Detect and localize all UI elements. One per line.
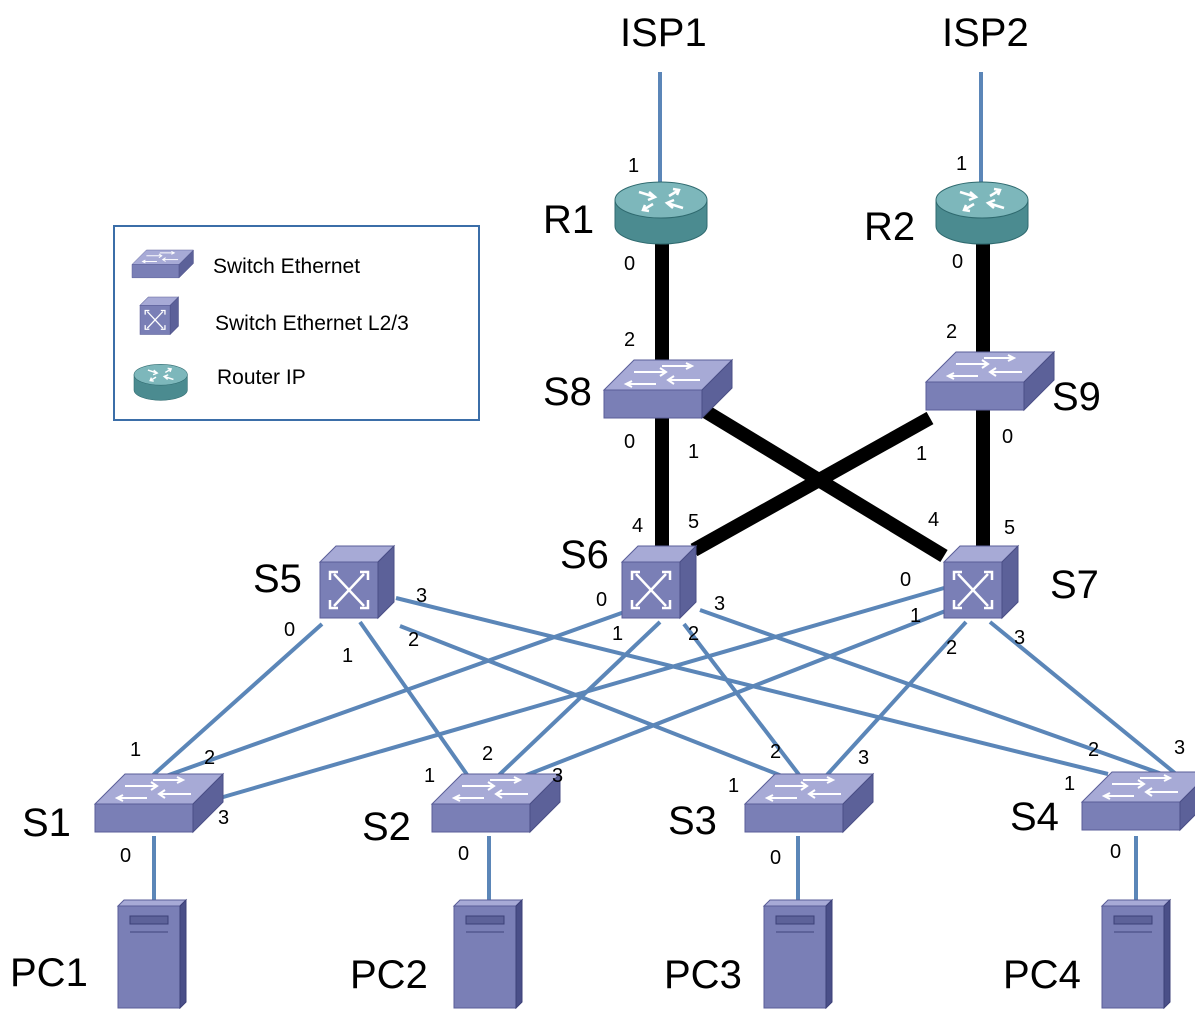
links xyxy=(150,72,1178,902)
port-label: 1 xyxy=(916,443,927,465)
pc-pc1[interactable] xyxy=(117,899,187,1009)
switch-s4[interactable] xyxy=(1081,771,1195,831)
device-labels: ISP1 ISP2 R1 R2 S8 S9 S5 S6 S7 S1 S2 S3 … xyxy=(10,11,1101,997)
link-s5-s2 xyxy=(358,620,470,778)
port-label: 0 xyxy=(900,569,911,591)
s5-label: S5 xyxy=(253,557,302,601)
port-labels: 1 0 1 0 2 0 1 2 1 0 4 5 0 1 2 3 4 5 0 1 … xyxy=(120,153,1185,869)
port-label: 3 xyxy=(1174,737,1185,759)
pc-pc3[interactable] xyxy=(763,899,833,1009)
link-s9-s6 xyxy=(690,411,934,557)
router-icon xyxy=(133,363,189,402)
isp2-label: ISP2 xyxy=(942,11,1029,55)
port-label: 0 xyxy=(1002,426,1013,448)
pc1-label: PC1 xyxy=(10,951,88,995)
legend-label-l3switch: Switch Ethernet L2/3 xyxy=(215,312,409,335)
port-label: 0 xyxy=(624,431,635,453)
link-s7-s2 xyxy=(523,608,949,778)
router-r2[interactable] xyxy=(934,180,1030,246)
switch-s9[interactable] xyxy=(925,351,1055,411)
router-r1[interactable] xyxy=(613,180,709,246)
port-label: 1 xyxy=(688,441,699,463)
link-s5-s3 xyxy=(399,624,783,778)
r1-label: R1 xyxy=(543,198,594,242)
port-label: 3 xyxy=(714,593,725,615)
port-label: 2 xyxy=(1088,739,1099,761)
port-label: 5 xyxy=(688,511,699,533)
pc3-label: PC3 xyxy=(664,953,742,997)
s2-label: S2 xyxy=(362,805,411,849)
port-label: 3 xyxy=(1014,627,1025,649)
legend: Switch Ethernet Switch Ethernet L2/3 Rou… xyxy=(113,225,480,421)
port-label: 1 xyxy=(728,775,739,797)
pc2-label: PC2 xyxy=(350,953,428,997)
switch-s5[interactable] xyxy=(318,544,396,620)
switch-s7[interactable] xyxy=(942,544,1020,620)
port-label: 1 xyxy=(612,623,623,645)
isp1-label: ISP1 xyxy=(620,11,707,55)
port-label: 5 xyxy=(1004,517,1015,539)
pc4-label: PC4 xyxy=(1003,953,1081,997)
port-label: 2 xyxy=(946,637,957,659)
port-label: 4 xyxy=(928,509,939,531)
port-label: 0 xyxy=(284,619,295,641)
legend-label-router: Router IP xyxy=(217,366,306,389)
port-label: 3 xyxy=(416,585,427,607)
s7-label: S7 xyxy=(1050,563,1099,607)
switch-l3-icon xyxy=(139,296,180,336)
pc-pc2[interactable] xyxy=(453,899,523,1009)
switch-s2[interactable] xyxy=(431,773,561,833)
port-label: 1 xyxy=(1064,773,1075,795)
port-label: 3 xyxy=(858,747,869,769)
s8-label: S8 xyxy=(543,370,592,414)
switch-s3[interactable] xyxy=(744,773,874,833)
legend-label-switch: Switch Ethernet xyxy=(213,255,360,278)
s6-label: S6 xyxy=(560,533,609,577)
port-label: 2 xyxy=(624,329,635,351)
port-label: 2 xyxy=(408,629,419,651)
port-label: 0 xyxy=(624,253,635,275)
s4-label: S4 xyxy=(1010,795,1059,839)
port-label: 0 xyxy=(1110,841,1121,863)
port-label: 0 xyxy=(952,251,963,273)
r2-label: R2 xyxy=(864,205,915,249)
port-label: 1 xyxy=(628,155,639,177)
port-label: 1 xyxy=(130,739,141,761)
pc-pc4[interactable] xyxy=(1101,899,1171,1009)
port-label: 0 xyxy=(120,845,131,867)
port-label: 2 xyxy=(688,623,699,645)
port-label: 2 xyxy=(946,321,957,343)
port-label: 0 xyxy=(458,843,469,865)
port-label: 3 xyxy=(552,765,563,787)
port-label: 1 xyxy=(424,765,435,787)
link-s5-s1 xyxy=(150,622,324,778)
port-label: 2 xyxy=(204,747,215,769)
link-s7-s4 xyxy=(988,620,1178,776)
port-label: 2 xyxy=(482,743,493,765)
s3-label: S3 xyxy=(668,799,717,843)
port-label: 1 xyxy=(342,645,353,667)
switch-s6[interactable] xyxy=(620,544,698,620)
link-s6-s3 xyxy=(682,622,802,778)
link-s7-s1 xyxy=(205,586,945,804)
port-label: 3 xyxy=(218,807,229,829)
link-s6-s1 xyxy=(165,608,631,778)
port-label: 2 xyxy=(770,741,781,763)
s9-label: S9 xyxy=(1052,375,1101,419)
port-label: 0 xyxy=(770,847,781,869)
port-label: 1 xyxy=(956,153,967,175)
link-s6-s2 xyxy=(496,620,662,778)
port-label: 4 xyxy=(632,515,643,537)
port-label: 0 xyxy=(596,589,607,611)
port-label: 1 xyxy=(910,605,921,627)
s1-label: S1 xyxy=(22,801,71,845)
link-s7-s3 xyxy=(824,620,968,778)
switch-s1[interactable] xyxy=(94,773,224,833)
